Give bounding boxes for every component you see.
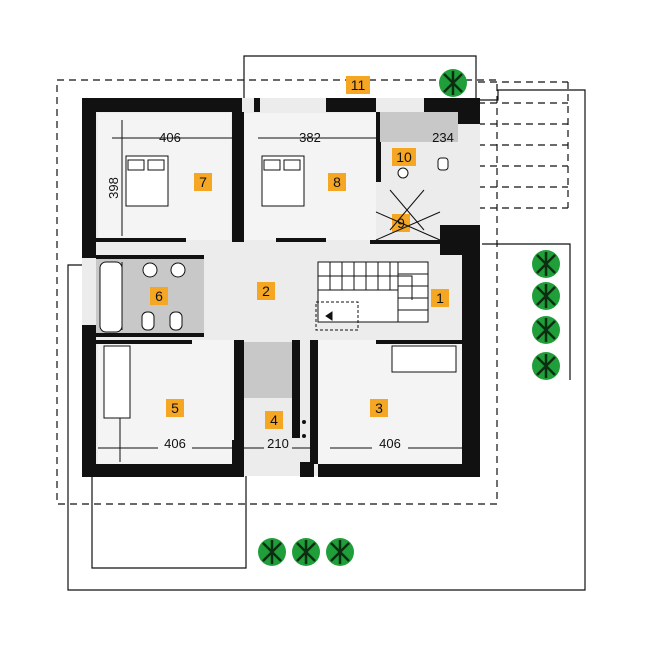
room-tag-3: 3	[370, 399, 388, 417]
tree-icon	[532, 282, 560, 310]
room-number: 8	[333, 174, 341, 190]
sink-icon	[142, 262, 186, 278]
room-tag-8: 8	[328, 173, 346, 191]
tree-icon	[258, 538, 286, 566]
room-number: 2	[262, 283, 270, 299]
room-tag-11: 11	[346, 76, 370, 94]
bed-icon	[125, 155, 169, 207]
room-number: 5	[171, 400, 179, 416]
bathtub-icon	[99, 261, 123, 333]
tree-icon	[532, 316, 560, 344]
room-tag-2: 2	[257, 282, 275, 300]
room-tag-1: 1	[431, 289, 449, 307]
tree-icon	[326, 538, 354, 566]
dim-room4-width: 210	[267, 436, 289, 451]
stove-icon	[302, 420, 306, 438]
room-tag-box	[370, 399, 388, 417]
terrace-slats	[478, 81, 569, 209]
room-number: 4	[270, 412, 278, 428]
plot-lines	[67, 55, 586, 591]
dim-room10-width: 234	[432, 130, 454, 145]
staircase	[315, 261, 429, 331]
room-tag-box	[194, 173, 212, 191]
room-number: 11	[351, 77, 366, 93]
roof-outline	[56, 79, 498, 505]
tree-icon	[439, 69, 467, 97]
room-tag-box	[392, 148, 416, 166]
shower-icon	[375, 189, 441, 241]
bed-icon	[391, 345, 457, 373]
dim-room5-width: 406	[164, 436, 186, 451]
toilet-icon	[141, 157, 449, 331]
room-tag-10: 10	[392, 148, 416, 166]
room-tag-4: 4	[265, 411, 283, 429]
room-tag-box	[265, 411, 283, 429]
room-number: 6	[155, 288, 163, 304]
room-tag-box	[328, 173, 346, 191]
tree-icon	[532, 352, 560, 380]
room-tag-box	[346, 76, 370, 94]
dim-room7-depth: 398	[106, 177, 121, 199]
room-number: 10	[396, 149, 412, 165]
bed-icon	[261, 155, 305, 207]
room-tag-6: 6	[150, 287, 168, 305]
room-tag-7: 7	[194, 173, 212, 191]
room-tag-box	[257, 282, 275, 300]
trees	[258, 69, 560, 566]
room-number: 1	[436, 290, 444, 306]
room-number: 7	[199, 174, 207, 190]
dim-room3-width: 406	[379, 436, 401, 451]
walls	[82, 98, 480, 477]
room-tag-box	[166, 399, 184, 417]
tree-icon	[292, 538, 320, 566]
room-number: 3	[375, 400, 383, 416]
room-tag-5: 5	[166, 399, 184, 417]
tree-icon	[532, 250, 560, 278]
room-tag-box	[150, 287, 168, 305]
bed-icon	[103, 345, 131, 419]
room-tag-box	[431, 289, 449, 307]
